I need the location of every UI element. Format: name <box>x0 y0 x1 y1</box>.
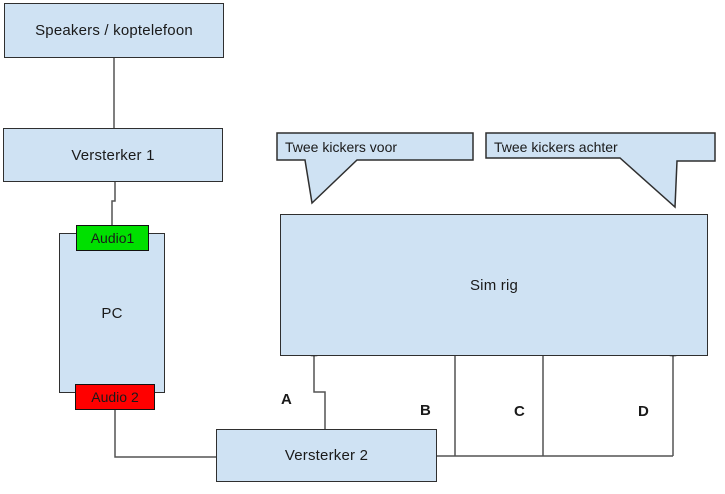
node-audio1-label: Audio1 <box>90 230 135 246</box>
callout-achter-shape <box>485 132 716 209</box>
node-versterker2: Versterker 2 <box>216 429 437 482</box>
node-audio2-label: Audio 2 <box>91 389 139 405</box>
channel-label-c: C <box>514 403 525 420</box>
callout-achter-label: Twee kickers achter <box>494 139 618 155</box>
node-sim-rig: Sim rig <box>280 214 708 356</box>
node-pc-label: PC <box>101 304 123 322</box>
node-pc: PC <box>59 233 165 393</box>
callout-voor-label: Twee kickers voor <box>285 139 398 155</box>
callout-voor-shape <box>276 132 474 205</box>
channel-label-a: A <box>281 391 292 408</box>
node-speakers: Speakers / koptelefoon <box>4 3 224 58</box>
node-audio1-port: Audio1 <box>76 225 149 251</box>
connector-versterker1-audio1 <box>111 182 116 226</box>
channel-label-d: D <box>638 403 649 420</box>
node-versterker1-label: Versterker 1 <box>71 146 155 164</box>
connector-channel-a <box>313 356 326 429</box>
node-sim-rig-label: Sim rig <box>469 276 519 294</box>
node-speakers-label: Speakers / koptelefoon <box>35 22 193 39</box>
node-versterker2-label: Versterker 2 <box>284 447 369 464</box>
node-versterker1: Versterker 1 <box>3 128 223 182</box>
connector-audio2-versterker2 <box>114 410 216 458</box>
channel-label-b: B <box>420 402 431 419</box>
node-audio2-port: Audio 2 <box>75 384 155 410</box>
